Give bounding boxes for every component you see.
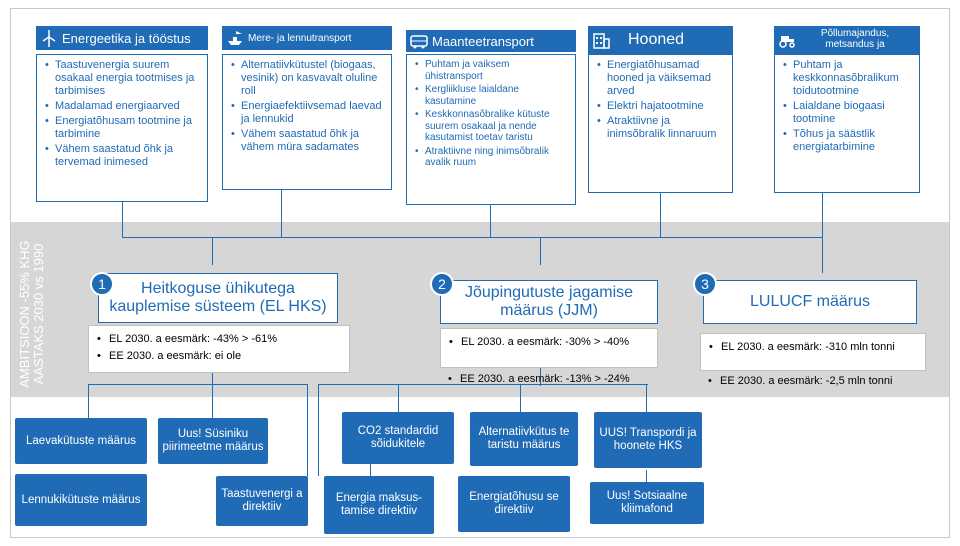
connector-line [281,190,282,238]
connector-line [646,470,647,482]
regulation-title-lulucf: LULUCF määrus [703,280,917,324]
list-item: Kergliikluse laialdane kasutamine [415,84,569,107]
connector-line [318,384,648,385]
connector-line [122,237,822,238]
wind-turbine-icon [40,29,58,47]
sector-card-maritime: Alternatiivkütustel (biogaas, vesinik) o… [222,54,392,190]
regulation-title-esr: Jõupingutuste jagamise määrus (JJM) [440,280,658,324]
list-item: Puhtam ja keskkonnasõbralikum toidutootm… [783,59,913,98]
connector-line [540,237,541,265]
regulation-number-badge: 1 [90,272,114,296]
list-item: Vähem saastatud õhk ja tervemad inimesed [45,143,201,169]
measure-aviation-fuels: Lennukikütuste määrus [15,474,147,526]
connector-line [540,368,541,386]
list-item: Laialdane biogaasi tootmine [783,100,913,126]
measure-co2-standards: CO2 standardid sõidukitele [342,412,454,464]
regulation-targets-ets: EL 2030. a eesmärk: -43% > -61% EE 2030.… [88,325,350,373]
sector-card-road: Puhtam ja vaiksem ühistransport Kergliik… [406,54,576,205]
connector-line [660,193,661,238]
measure-transport-buildings-ets: UUS! Transpordi ja hoonete HKS [594,412,702,468]
sector-header-buildings: Hooned [588,26,733,54]
target-item: EL 2030. a eesmärk: -43% > -61% [97,332,343,346]
measure-ship-fuels: Laevakütuste määrus [15,418,147,464]
connector-line [122,202,123,238]
sector-title: Mere- ja lennutransport [248,32,352,44]
connector-line [398,384,399,412]
list-item: Energiatõhusamad hooned ja väiksemad arv… [597,59,726,98]
regulation-title: Heitkoguse ühikutega kauplemise süsteem … [109,280,327,315]
list-item: Keskkonnasõbralike kütuste suurem osakaa… [415,109,569,144]
list-item: Madalamad energiaarved [45,100,201,113]
sector-title: Hooned [628,31,685,48]
measure-energy-efficiency-directive: Energiatõhusu se direktiiv [458,476,570,532]
regulation-targets-esr: EL 2030. a eesmärk: -30% > -40% [440,328,658,368]
sector-title: Põllumajandus, metsandus ja [820,28,890,50]
building-icon [592,31,610,49]
connector-line [822,237,823,273]
target-item: EE 2030. a eesmärk: ei ole [97,349,343,363]
sector-header-road: Maanteetransport [406,30,576,52]
target-item: EL 2030. a eesmärk: -310 mln tonni [709,340,919,354]
measure-social-climate-fund: Uus! Sotsiaalne kliimafond [590,482,704,524]
connector-line [88,384,89,418]
list-item: Atraktiivne ja inimsõbralik linnaruum [597,115,726,141]
connector-line [822,193,823,238]
sector-card-buildings: Energiatõhusamad hooned ja väiksemad arv… [588,54,733,193]
list-item: Taastuvenergia suurem osakaal energia to… [45,59,201,98]
list-item: Atraktiivne ning inimsõbralik avalik ruu… [415,146,569,169]
ship-plane-icon [226,29,244,47]
sector-title: Energeetika ja tööstus [62,30,191,46]
regulation-title-ets: Heitkoguse ühikutega kauplemise süsteem … [98,273,338,323]
list-item: Energiaefektiivsemad laevad ja lennukid [231,100,385,126]
ambition-label: AMBITSIOON -55% KHG AASTAKS 2030 vs 1990 [17,240,46,388]
connector-line [88,384,308,385]
regulation-title: Jõupingutuste jagamise määrus (JJM) [464,284,634,319]
measure-renewables-directive: Taastuvenergi a direktiiv [216,476,308,526]
regulation-number-badge: 2 [430,272,454,296]
list-item: Puhtam ja vaiksem ühistransport [415,59,569,82]
measure-alt-fuel-infra: Alternatiivkütus te taristu määrus [470,412,578,466]
connector-line [318,384,319,476]
list-item: Elektri hajatootmine [597,100,726,113]
connector-line [646,384,647,412]
target-item: •EE 2030. a eesmärk: -13% > -24% [448,373,630,385]
list-item: Tõhus ja säästlik energiatarbimine [783,128,913,154]
sector-card-agriculture: Puhtam ja keskkonnasõbralikum toidutootm… [774,54,920,193]
sector-header-agriculture: Põllumajandus, metsandus ja [774,26,920,54]
sector-card-energy: Taastuvenergia suurem osakaal energia to… [36,54,208,202]
list-item: Vähem saastatud õhk ja vähem müra sadama… [231,128,385,154]
target-item: •EE 2030. a eesmärk: -2,5 mln tonni [708,375,893,387]
connector-line [307,384,308,476]
connector-line [212,237,213,265]
list-item: Alternatiivkütustel (biogaas, vesinik) o… [231,59,385,98]
sector-header-energy: Energeetika ja tööstus [36,26,208,50]
slide-frame [10,8,950,538]
sector-title: Maanteetransport [432,33,534,49]
connector-line [212,384,213,418]
regulation-targets-lulucf: EL 2030. a eesmärk: -310 mln tonni [700,333,926,371]
connector-line [520,384,521,412]
list-item: Energiatõhusam tootmine ja tarbimine [45,115,201,141]
tractor-icon [778,30,796,48]
regulation-number-badge: 3 [693,272,717,296]
sector-header-maritime: Mere- ja lennutransport [222,26,392,50]
regulation-title: LULUCF määrus [749,293,871,310]
measure-carbon-border: Uus! Süsiniku piirimeetme määrus [158,418,268,464]
measure-energy-tax-directive: Energia maksus-tamise direktiiv [324,476,434,534]
bus-icon [410,32,428,50]
connector-line [212,372,213,385]
connector-line [490,205,491,238]
target-item: EL 2030. a eesmärk: -30% > -40% [449,335,651,349]
